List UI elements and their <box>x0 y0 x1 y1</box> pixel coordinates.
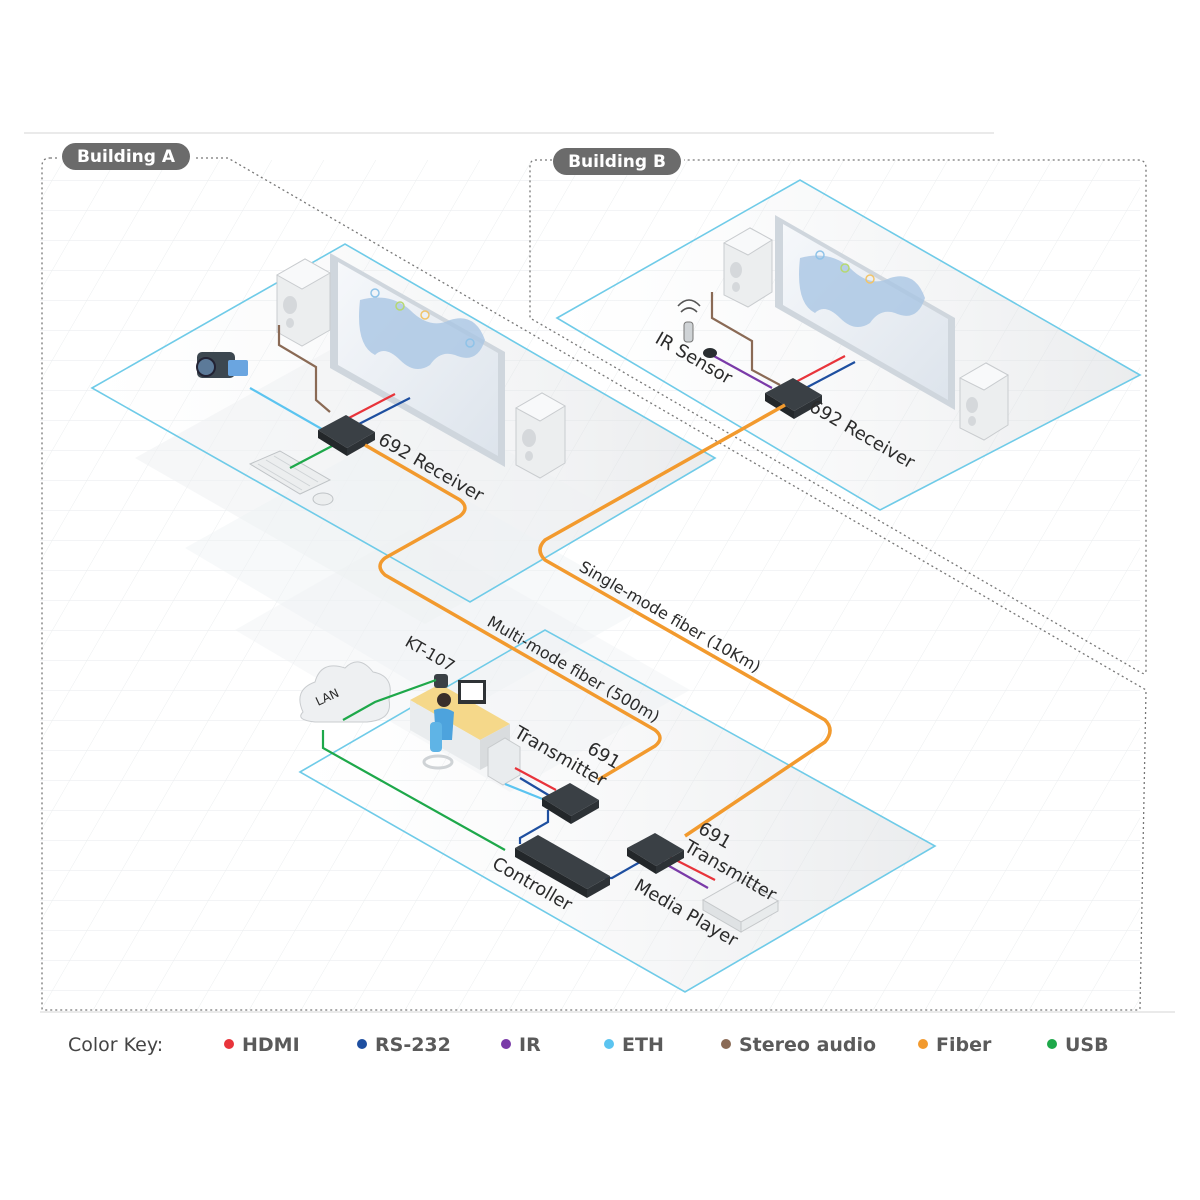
ghost-plane-2 <box>185 445 650 712</box>
ghost-plane-3 <box>235 530 690 792</box>
legend-item-hdmi: HDMI <box>224 1034 300 1056</box>
legend-label-usb: USB <box>1065 1034 1109 1056</box>
hdmi-line-a <box>344 393 396 421</box>
ir-line-b <box>711 354 773 389</box>
transmitter-1-device <box>542 783 599 824</box>
legend-dot-hdmi <box>224 1038 234 1049</box>
building-a-tag: Building A <box>62 143 190 170</box>
speaker-b-left <box>722 227 773 308</box>
audio-line-a <box>277 325 331 413</box>
legend-dot-eth <box>604 1038 614 1049</box>
building-b-tag: Building B <box>553 148 681 175</box>
legend-dot-fiber <box>918 1038 928 1049</box>
color-key-title: Color Key: <box>68 1034 164 1056</box>
floor-plane-b <box>555 179 1142 511</box>
controller-device <box>515 835 610 898</box>
legend-dot-usb <box>1047 1038 1057 1049</box>
eth-line-tx1 <box>504 782 546 802</box>
rs232-line-a <box>354 397 411 427</box>
usb-line-controller <box>321 730 506 851</box>
legend-label-rs232: RS-232 <box>375 1034 451 1056</box>
fiber-singlemode <box>538 403 832 838</box>
speaker-b-right <box>958 362 1009 441</box>
hdmi-line-tx1 <box>514 767 557 791</box>
legend-item-stereo-audio: Stereo audio <box>721 1034 876 1056</box>
media-player-device <box>701 878 780 933</box>
audio-line-b <box>710 292 781 386</box>
color-key: Color Key: HDMI RS-232 IR ETH Stereo aud… <box>0 1020 1200 1070</box>
legend-item-eth: ETH <box>604 1034 664 1056</box>
kt107-panel <box>434 674 448 688</box>
display-a <box>330 253 505 467</box>
usb-line-a <box>289 445 333 469</box>
building-b-boundary <box>529 159 1147 675</box>
rs232-line-b <box>799 361 856 392</box>
keyboard-icon <box>248 450 332 495</box>
legend-label-eth: ETH <box>622 1034 664 1056</box>
eth-line-camera <box>249 387 328 433</box>
legend-item-fiber: Fiber <box>918 1034 991 1056</box>
legend-dot-rs232 <box>357 1038 367 1049</box>
legend-item-ir: IR <box>501 1034 541 1056</box>
legend-label-hdmi: HDMI <box>242 1034 300 1056</box>
legend-label-stereo-audio: Stereo audio <box>739 1034 877 1056</box>
rs232-line-tx1 <box>519 777 551 797</box>
floor-plane-base <box>298 629 937 993</box>
legend-dot-stereo-audio <box>721 1038 731 1049</box>
user-figure <box>422 693 454 770</box>
legend-label-ir: IR <box>519 1034 541 1056</box>
floor-plane-a <box>90 243 717 603</box>
building-a-label: Building A <box>77 147 176 167</box>
receiver-b-device <box>765 378 822 419</box>
receiver-a-device <box>318 415 375 456</box>
building-a-boundary <box>41 157 1147 1011</box>
transmitter-2-device <box>627 833 684 874</box>
pc-tower <box>487 737 521 786</box>
speaker-a-left <box>275 258 332 347</box>
speaker-a-right <box>514 392 566 479</box>
ir-sensor-icon <box>677 299 717 358</box>
ghost-plane-1 <box>135 350 620 624</box>
legend-dot-ir <box>501 1038 511 1049</box>
display-b <box>775 215 955 410</box>
camera-icon <box>196 352 248 378</box>
hdmi-line-b <box>789 355 846 386</box>
ir-line-tx2 <box>661 861 709 889</box>
fiber-multimode <box>364 443 662 782</box>
legend-item-rs232: RS-232 <box>357 1034 451 1056</box>
legend-label-fiber: Fiber <box>936 1034 992 1056</box>
building-b-label: Building B <box>568 152 666 172</box>
mouse-icon <box>312 492 334 506</box>
usb-line-lan <box>342 678 437 721</box>
legend-item-usb: USB <box>1047 1034 1109 1056</box>
rs232-line-controller-a <box>518 810 550 844</box>
